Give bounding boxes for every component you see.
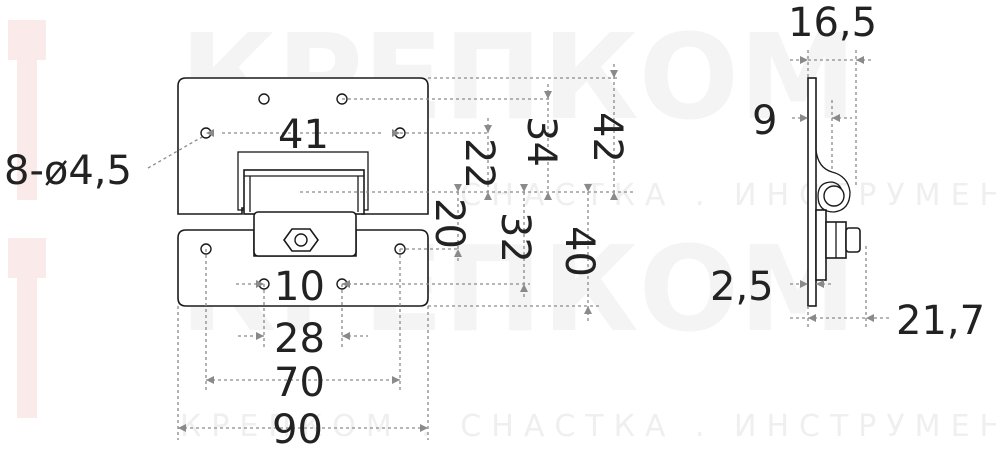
dimension-labels-front: 8-ø4,5 41 10 28 70 90 34 42 22 20 32 40 bbox=[4, 112, 630, 450]
dim-9-label: 9 bbox=[752, 98, 777, 144]
dimension-lines-side bbox=[790, 50, 890, 330]
dim-32-label: 32 bbox=[492, 212, 538, 263]
dim-42-label: 42 bbox=[584, 112, 630, 163]
dim-28-label: 28 bbox=[274, 316, 325, 362]
dim-2-5-label: 2,5 bbox=[710, 264, 774, 310]
hinge-side-view bbox=[807, 77, 861, 307]
hinge-bottom-leaf bbox=[177, 229, 429, 307]
dim-16-5-label: 16,5 bbox=[788, 0, 877, 46]
dim-22-label: 22 bbox=[456, 138, 502, 189]
dim-40-label: 40 bbox=[556, 226, 602, 277]
dim-70-label: 70 bbox=[274, 360, 325, 406]
dim-21-7-label: 21,7 bbox=[896, 298, 985, 344]
dim-20-label: 20 bbox=[426, 198, 472, 249]
dim-90-label: 90 bbox=[272, 407, 323, 450]
dim-34-label: 34 bbox=[518, 116, 564, 167]
hole-note-label: 8-ø4,5 bbox=[4, 148, 132, 194]
dim-10-label: 10 bbox=[274, 264, 325, 310]
dim-41-label: 41 bbox=[278, 112, 329, 158]
watermark-bolt-icon bbox=[8, 20, 46, 418]
side-knuckle bbox=[815, 120, 851, 213]
side-pin-plate bbox=[815, 209, 827, 281]
dimension-lines-front bbox=[147, 64, 635, 440]
side-leaf-plate bbox=[807, 77, 817, 307]
mounting-hole bbox=[258, 93, 270, 105]
watermark-tagline-bottom: КРЕПКОМ . СНАСТКА . ИНСТРУМЕНТ bbox=[180, 409, 996, 444]
dimension-labels-side: 16,5 9 2,5 21,7 bbox=[710, 0, 985, 344]
